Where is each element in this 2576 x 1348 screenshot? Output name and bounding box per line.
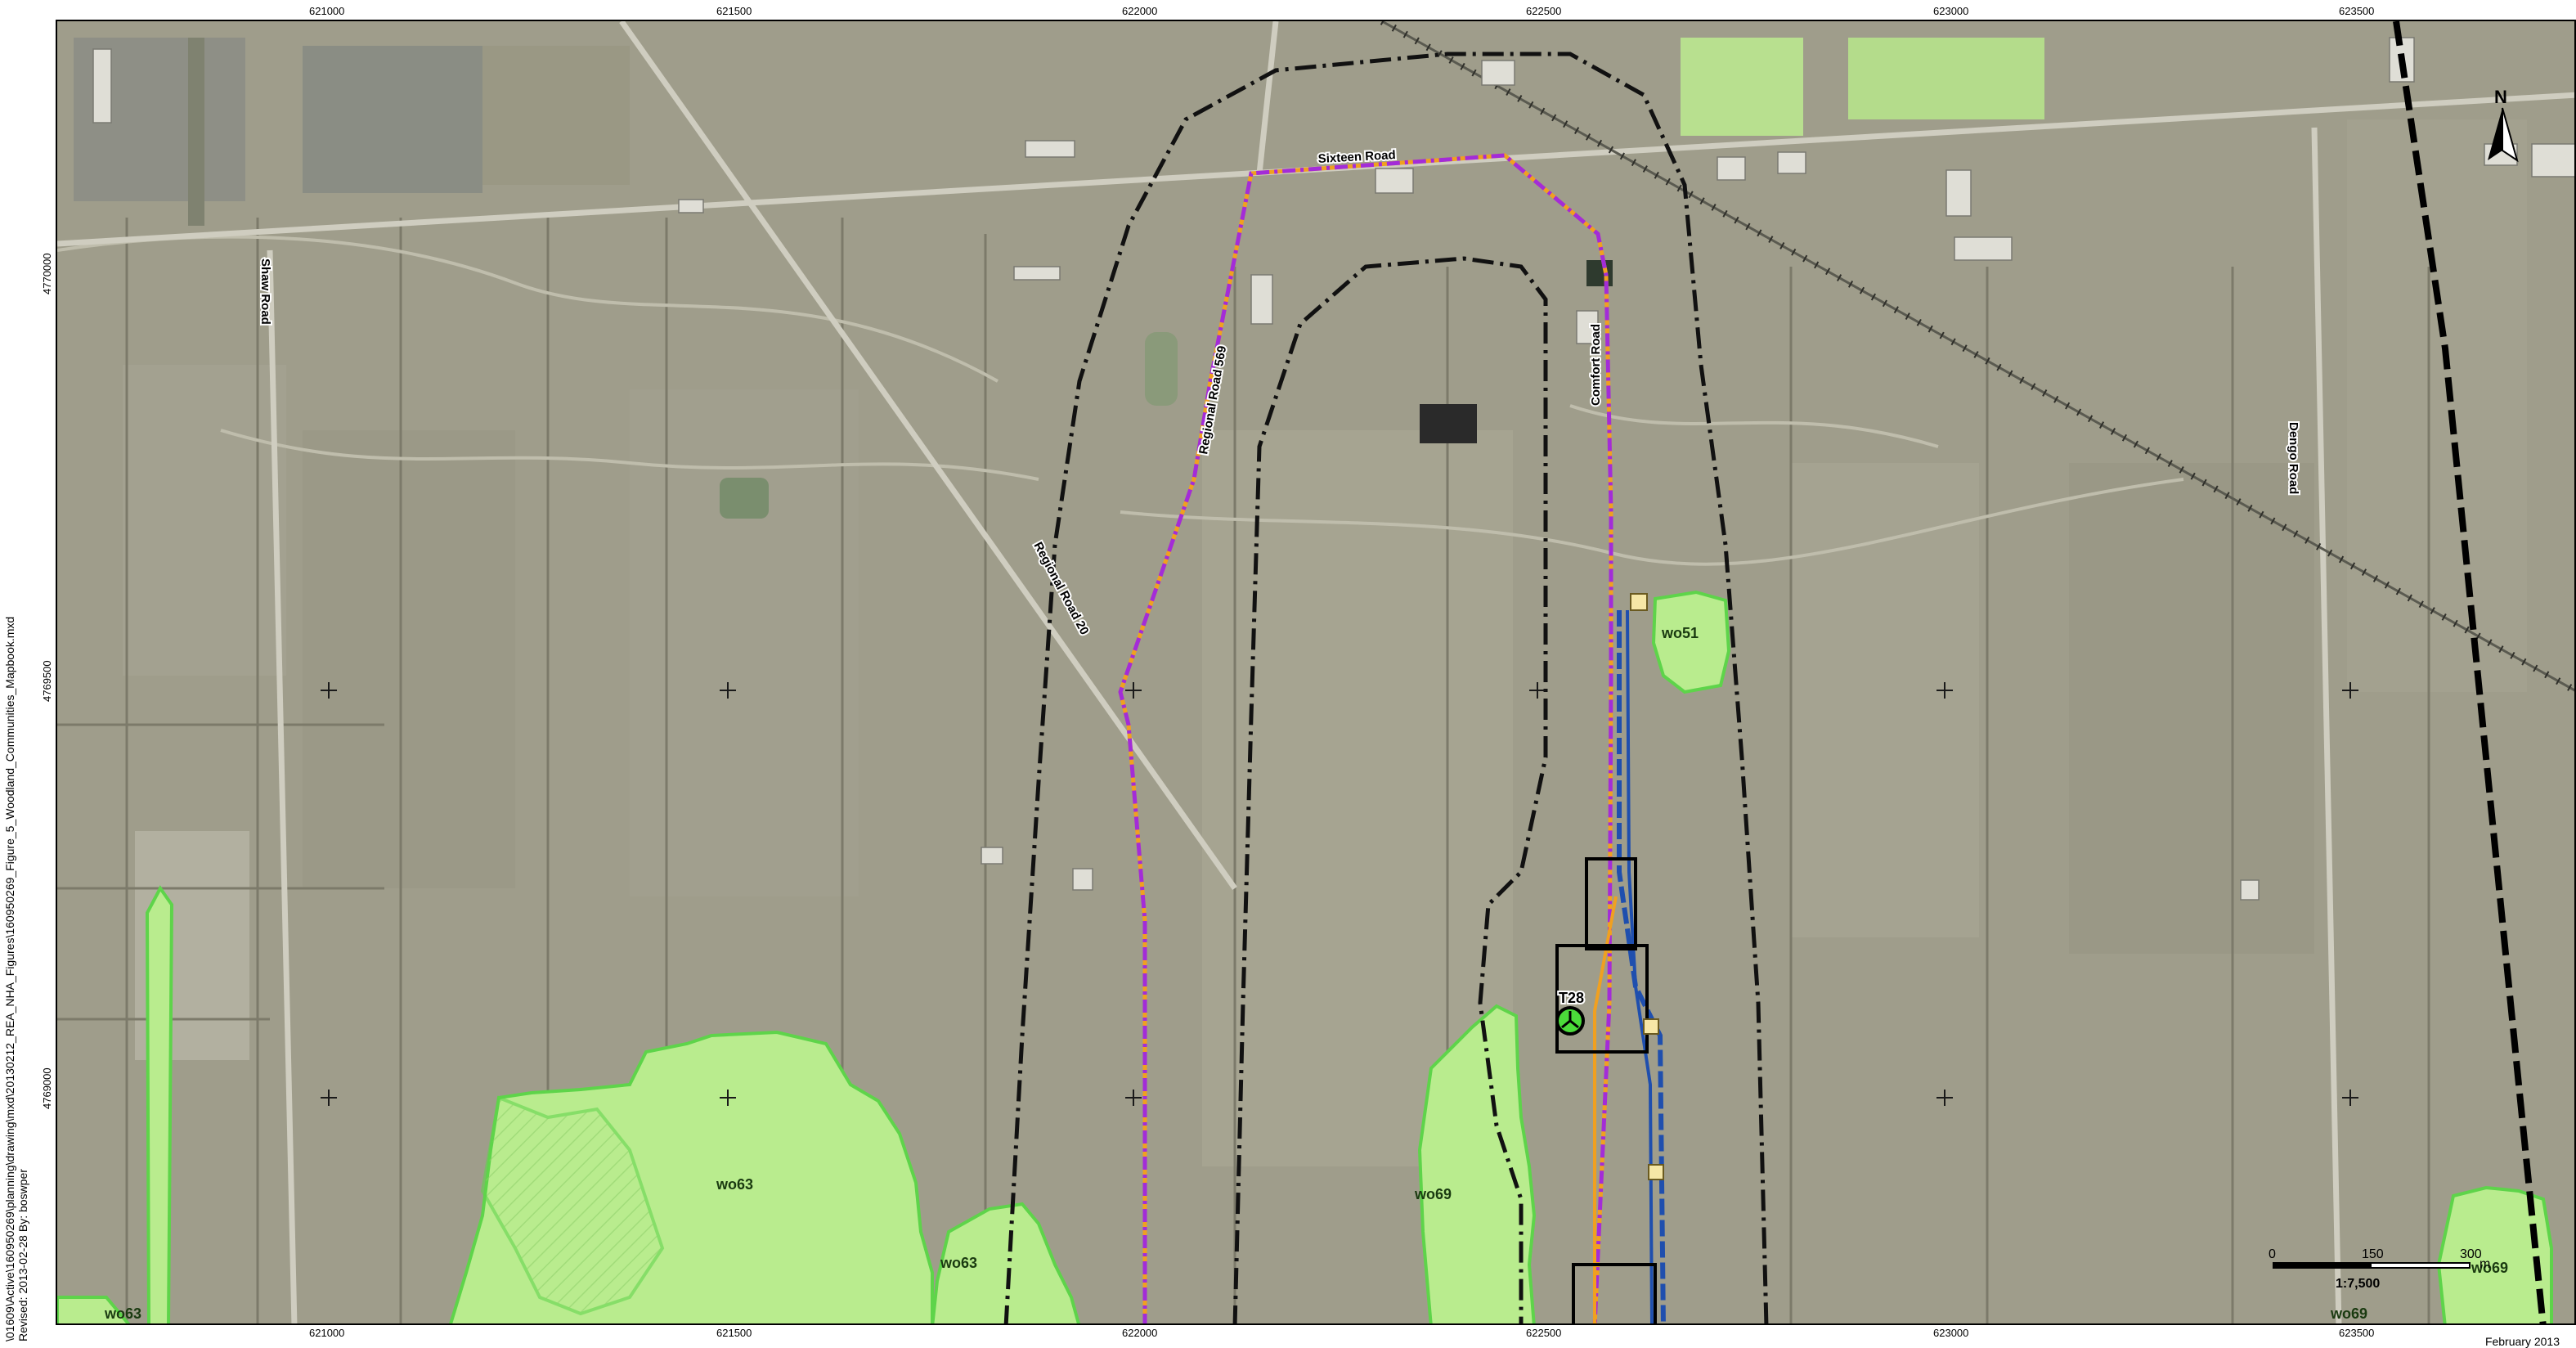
scale-unit: m [2480,1257,2490,1271]
access-roads [1118,153,1618,1323]
northing-left-4770000: 4770000 [41,253,53,294]
label-wo69-east: wo69 [2471,1260,2508,1276]
ponds [720,260,1613,519]
scale-ratio: 1:7,500 [2336,1277,2380,1291]
scale-tick-0: 0 [2269,1247,2276,1261]
project-boundary [2393,21,2547,1323]
map-date: February 2013 [2484,1335,2560,1348]
file-path: \01609\Active\160950269\planning\drawing… [3,616,16,1341]
turbine-label: T28 [1559,990,1584,1006]
label-shaw-road: Shaw Road [258,258,272,325]
north-arrow: N [2488,87,2519,163]
easting-bottom-621500: 621500 [716,1327,752,1339]
field-parcels [57,21,2574,1323]
study-area-buffers [1003,52,1769,1323]
revision-line: Revised: 2013-02-28 By: boswper [16,1169,29,1341]
label-comfort-road: Comfort Road [1589,324,1603,406]
easting-bottom-622000: 622000 [1122,1327,1158,1339]
scale-bar: 0 150 300 m 1:7,500 [2269,1247,2490,1291]
label-wo63-main: wo63 [716,1176,753,1193]
file-path-footer: \01609\Active\160950269\planning\drawing… [3,617,29,1341]
easting-top-623500: 623500 [2339,5,2375,17]
easting-bottom-621000: 621000 [309,1327,345,1339]
northing-left-4769000: 4769000 [41,1067,53,1109]
north-arrow-label: N [2494,87,2507,107]
turbine-t28: T28 [1555,988,1586,1036]
grid-crosses [321,682,2358,1106]
label-wo63-east: wo63 [940,1255,977,1271]
easting-bottom-623500: 623500 [2339,1327,2375,1339]
easting-top-622500: 622500 [1526,5,1562,17]
label-wo51: wo51 [1661,625,1699,641]
easting-bottom-623000: 623000 [1933,1327,1969,1339]
buildings [92,37,2574,901]
crossing-markers [1630,593,1664,1180]
woodland-polygons [57,590,2553,1323]
woodland-labels: wo51 wo63 wo63 wo63 wo69 wo69 wo69 [104,625,2508,1322]
easting-top-621500: 621500 [716,5,752,17]
easting-top-622000: 622000 [1122,5,1158,17]
aerial-map[interactable]: Sixteen Road Shaw Road Regional Road 20 … [57,21,2576,1325]
easting-top-621000: 621000 [309,5,345,17]
map-frame[interactable]: Sixteen Road Shaw Road Regional Road 20 … [56,20,2576,1325]
scale-tick-300: 300 [2460,1247,2482,1261]
label-wo69-bottom: wo69 [2330,1305,2367,1322]
rail-line [1380,21,2574,694]
label-wo69-main: wo69 [1414,1186,1452,1202]
easting-top-623000: 623000 [1933,5,1969,17]
label-dengo-road: Dengo Road [2287,422,2300,494]
turbine-layout [1555,857,1657,1323]
farm-tracks [57,235,2184,566]
easting-bottom-622500: 622500 [1526,1327,1562,1339]
scale-tick-150: 150 [2362,1247,2384,1261]
label-wo63-west: wo63 [104,1305,141,1322]
northing-left-4769500: 4769500 [41,660,53,702]
